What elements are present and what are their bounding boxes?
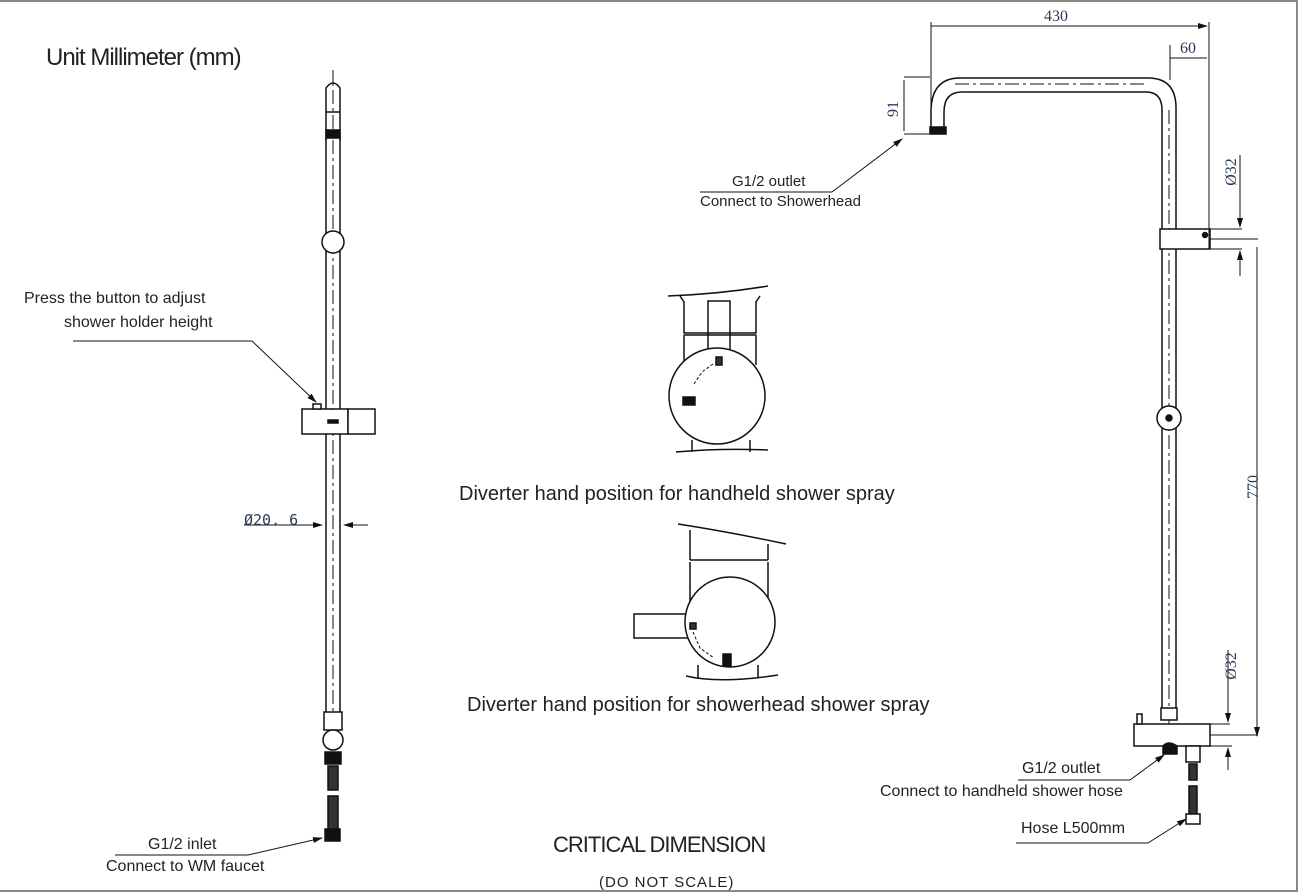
hose-leader [1147, 818, 1187, 844]
holder-button [312, 403, 322, 410]
bottom-elbow [322, 729, 344, 751]
dim-arm-length: 430 [1044, 8, 1068, 25]
rail-diameter-label: Ø20. 6 [244, 511, 299, 529]
inlet-label: G1/2 inlet [148, 836, 217, 853]
holder-note-line1: Press the button to adjust [24, 290, 206, 307]
inlet-nut [324, 828, 341, 842]
dim-top-clamp-diameter: Ø32 [1222, 158, 1240, 186]
top-outlet-label: G1/2 outlet [732, 173, 806, 190]
diverter-caption-showerhead: Diverter hand position for showerhead sh… [467, 694, 930, 716]
holder-leader [251, 340, 317, 403]
rail-top-cap [325, 82, 341, 140]
arm-inner [943, 91, 1163, 230]
dim-arm-offset: 60 [1180, 40, 1196, 57]
inlet-leader [247, 837, 323, 856]
rail-bracket [321, 230, 345, 254]
hose-body [1188, 785, 1198, 817]
inlet-hose-upper [327, 765, 339, 791]
bottom-outlet-label: G1/2 outlet [1022, 760, 1101, 777]
shower-holder [301, 408, 349, 435]
unit-title: Unit Millimeter (mm) [46, 44, 242, 71]
holder-note-line2: shower holder height [64, 314, 213, 331]
dim-bottom-body-diameter: Ø32 [1222, 652, 1240, 680]
inlet-note: Connect to WM faucet [106, 858, 265, 875]
do-not-scale-note: (DO NOT SCALE) [599, 874, 735, 891]
diverter-showerhead-view [633, 523, 787, 681]
diverter-caption-handheld: Diverter hand position for handheld show… [459, 483, 895, 505]
arm-outer [930, 77, 1177, 230]
top-clamp [1159, 228, 1211, 250]
dim-drop-height: 91 [885, 101, 902, 117]
diverter-handheld-view [667, 285, 769, 453]
top-outlet-note: Connect to Showerhead [700, 193, 861, 210]
slide-rail-view [73, 70, 376, 856]
showerhead-outlet [929, 126, 947, 135]
critical-dimension-title: CRITICAL DIMENSION [553, 832, 766, 857]
showerhead-leader [831, 138, 903, 193]
dim-rail-height: 770 [1245, 475, 1262, 499]
shower-column-view [700, 22, 1260, 844]
bottom-outlet-note: Connect to handheld shower hose [880, 783, 1123, 800]
hose-label: Hose L500mm [1021, 820, 1126, 837]
inlet-hose-lower [327, 795, 339, 831]
